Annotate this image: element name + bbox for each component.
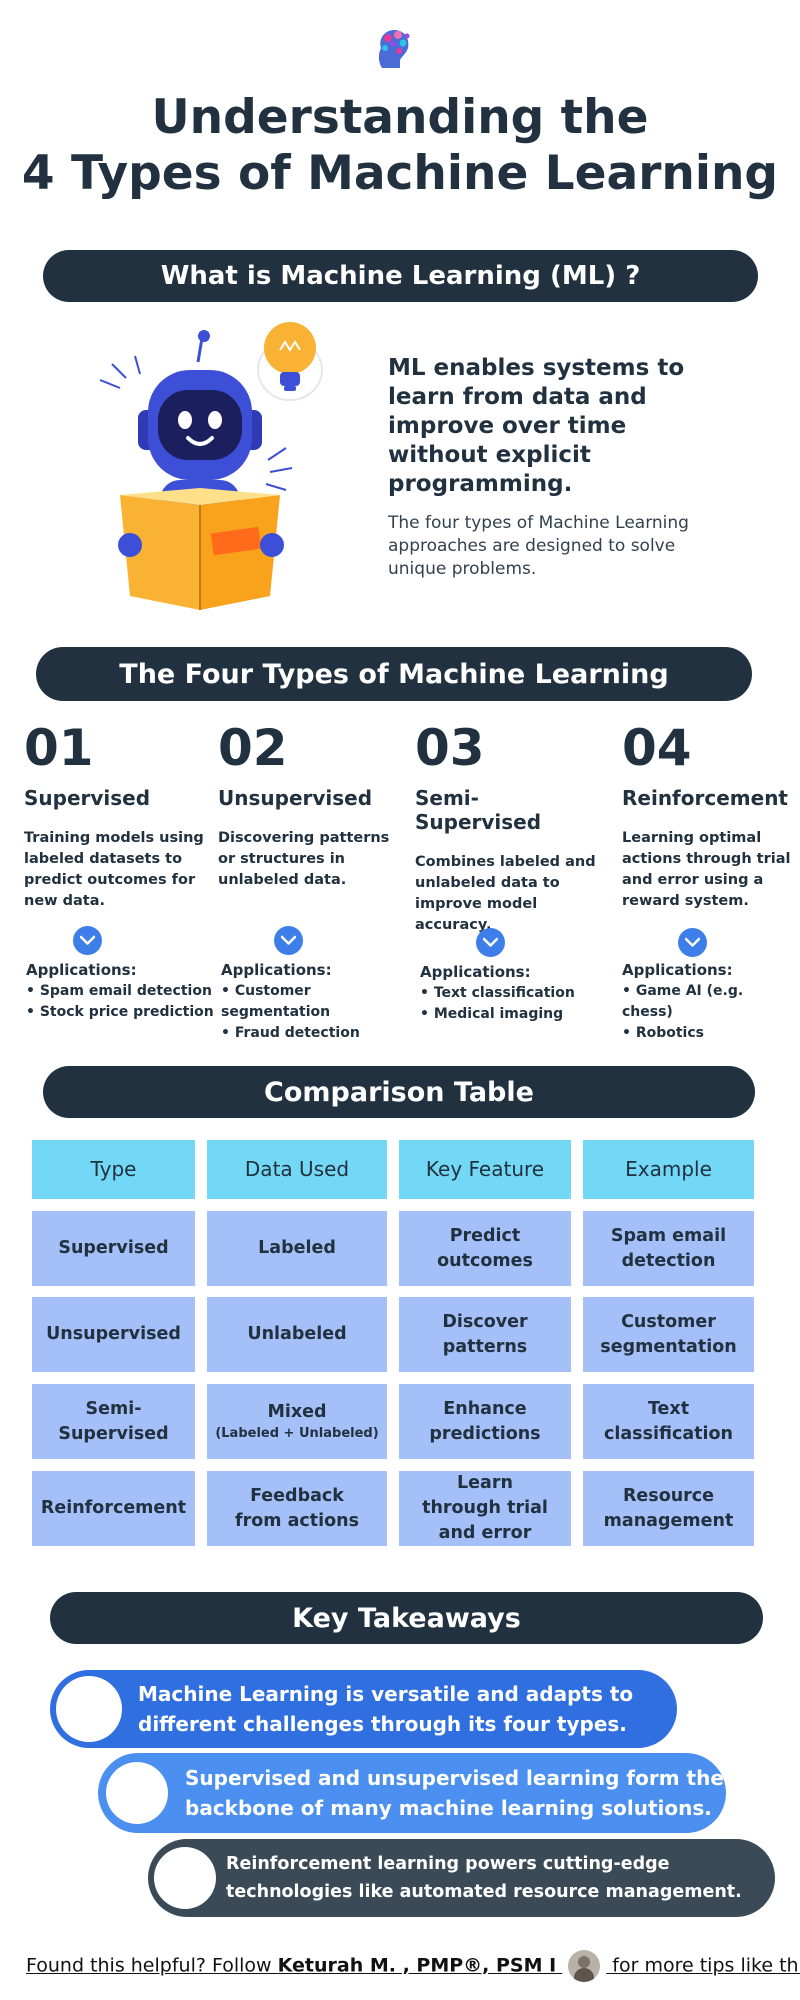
application-item: Stock price prediction (39, 1004, 214, 1020)
section-heading-comparison: Comparison Table (43, 1066, 755, 1118)
type-name: Reinforcement (622, 786, 788, 810)
application-item: Fraud detection (234, 1025, 360, 1041)
chevron-down-icon (73, 926, 102, 955)
application-item: Medical imaging (433, 1006, 564, 1022)
type-number: 04 (622, 719, 692, 777)
mixed-note: (Labeled + Unlabeled) (215, 1426, 379, 1441)
type-description: Training models using labeled datasets t… (24, 830, 204, 909)
table-cell: Customer segmentation (583, 1297, 754, 1372)
applications-semi-supervised: Applications: • Text classification • Me… (420, 963, 575, 1022)
table-cell: Unsupervised (32, 1297, 195, 1372)
application-item: Customer segmentation (221, 983, 331, 1020)
takeaway-item: Machine Learning is versatile and adapts… (50, 1670, 677, 1748)
author-avatar[interactable] (568, 1950, 601, 1982)
takeaway-bullet-circle (106, 1762, 168, 1824)
application-item: Robotics (635, 1025, 704, 1041)
type-number: 03 (415, 719, 485, 777)
table-cell: Text classification (583, 1384, 754, 1459)
table-header-cell: Key Feature (399, 1140, 571, 1199)
table-cell: Labeled (207, 1211, 387, 1286)
application-item: Game AI (e.g. chess) (622, 983, 744, 1020)
type-description: Combines labeled and unlabeled data to i… (415, 854, 596, 933)
type-column-semi-supervised: 03 Semi-Supervised Combines labeled and … (415, 718, 600, 936)
table-cell-mixed: Mixed (Labeled + Unlabeled) (207, 1384, 387, 1459)
takeaway-item: Reinforcement learning powers cutting-ed… (148, 1839, 775, 1917)
applications-reinforcement: Applications: • Game AI (e.g. chess) • R… (622, 961, 744, 1041)
robot-reading-book-icon (90, 320, 330, 610)
type-number: 02 (218, 719, 288, 777)
table-header-cell: Example (583, 1140, 754, 1199)
page-title: Understanding the 4 Types of Machine Lea… (21, 90, 779, 201)
section-heading-takeaways: Key Takeaways (50, 1592, 763, 1644)
table-cell: Resource management (583, 1471, 754, 1546)
type-description: Learning optimal actions through trial a… (622, 830, 791, 909)
chevron-down-icon (274, 926, 303, 955)
type-number: 01 (24, 719, 94, 777)
takeaway-bullet-circle (56, 1676, 122, 1742)
table-cell: Feedback from actions (207, 1471, 387, 1546)
chevron-down-icon (678, 928, 707, 957)
application-item: Spam email detection (39, 983, 212, 999)
application-item: Text classification (433, 985, 575, 1001)
intro-bold-text: ML enables systems to learn from data an… (388, 355, 685, 497)
brain-head-icon (372, 24, 416, 72)
type-column-unsupervised: 02 Unsupervised Discovering patterns or … (218, 718, 403, 891)
takeaway-bullet-circle (154, 1847, 216, 1909)
table-header-cell: Type (32, 1140, 195, 1199)
section-heading-what-is-ml: What is Machine Learning (ML) ? (43, 250, 758, 302)
table-cell: Supervised (32, 1211, 195, 1286)
table-cell: Predict outcomes (399, 1211, 571, 1286)
table-cell: Enhance predictions (399, 1384, 571, 1459)
section-heading-four-types: The Four Types of Machine Learning (36, 647, 752, 701)
table-cell: Semi-Supervised (32, 1384, 195, 1459)
author-link[interactable]: Keturah M. , PMP®, PSM I (277, 1954, 557, 1977)
intro-body-text: The four types of Machine Learning appro… (388, 513, 689, 579)
table-cell: Spam email detection (583, 1211, 754, 1286)
type-name: Unsupervised (218, 786, 373, 810)
type-name: Supervised (24, 786, 151, 810)
applications-supervised: Applications: • Spam email detection • S… (26, 961, 214, 1020)
table-cell: Discover patterns (399, 1297, 571, 1372)
table-cell: Learn through trial and error (399, 1471, 571, 1546)
type-column-reinforcement: 04 Reinforcement Learning optimal action… (622, 718, 792, 912)
chevron-down-icon (476, 928, 505, 957)
type-description: Discovering patterns or structures in un… (218, 830, 390, 888)
takeaway-item: Supervised and unsupervised learning for… (98, 1753, 726, 1833)
type-name: Semi-Supervised (415, 786, 542, 834)
type-column-supervised: 01 Supervised Training models using labe… (24, 718, 209, 912)
applications-unsupervised: Applications: • Customer segmentation • … (221, 961, 360, 1041)
table-header-cell: Data Used (207, 1140, 387, 1199)
table-cell: Unlabeled (207, 1297, 387, 1372)
table-cell: Reinforcement (32, 1471, 195, 1546)
footer-follow-text: Found this helpful? Follow Keturah M. , … (26, 1950, 800, 1982)
mixed-label: Mixed (267, 1402, 327, 1422)
